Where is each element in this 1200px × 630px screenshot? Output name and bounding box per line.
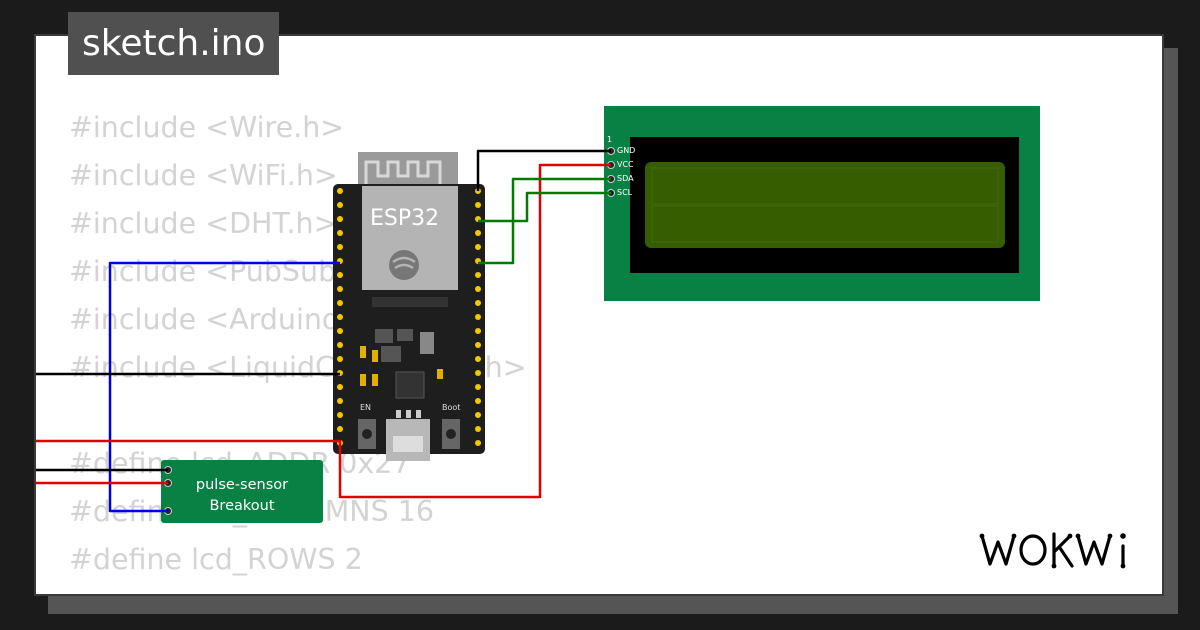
- pulse-sensor-label: pulse-sensor Breakout: [162, 475, 322, 517]
- esp32-pin: [475, 314, 481, 320]
- esp32-pin: [475, 412, 481, 418]
- code-line: #define lcd_ROWS 2: [69, 543, 363, 576]
- esp32-pin: [475, 342, 481, 348]
- esp32-pin: [337, 342, 343, 348]
- esp32-pin: [337, 202, 343, 208]
- sketch-title: sketch.ino: [68, 12, 280, 75]
- lcd-pin-sda: SDA: [617, 174, 634, 183]
- esp32-pin: [337, 426, 343, 432]
- esp32-pin: [337, 398, 343, 404]
- lcd-pin-scl: SCL: [617, 188, 633, 197]
- boot-button-label: Boot: [442, 403, 461, 412]
- code-line: #include <DHT.h>: [69, 207, 338, 240]
- esp32-pin: [337, 300, 343, 306]
- wokwi-logo: [979, 532, 1126, 569]
- esp32-pin: [475, 370, 481, 376]
- esp32-pin: [337, 272, 343, 278]
- esp32-pin: [337, 314, 343, 320]
- wire-black-lcd-gnd: [476, 149, 611, 191]
- pulse-sensor-line1: pulse-sensor: [195, 477, 289, 493]
- esp32-pin: [337, 412, 343, 418]
- esp32-pin: [337, 188, 343, 194]
- lcd-display[interactable]: [604, 106, 1040, 301]
- esp32-pin: [475, 202, 481, 208]
- code-line: #include <WiFi.h>: [69, 159, 338, 192]
- esp32-pin: [475, 272, 481, 278]
- esp32-pin: [475, 384, 481, 390]
- esp32-pin: [475, 328, 481, 334]
- wires: [36, 149, 611, 513]
- esp32-pin: [475, 356, 481, 362]
- lcd-pin-gnd: GND: [617, 146, 636, 155]
- esp32-board[interactable]: [333, 152, 485, 461]
- en-button-label: EN: [360, 403, 372, 412]
- esp32-pin: [475, 300, 481, 306]
- esp32-pin: [475, 440, 481, 446]
- esp32-pin: [475, 230, 481, 236]
- esp32-pin: [475, 426, 481, 432]
- esp32-pin: [337, 230, 343, 236]
- esp32-pin: [475, 244, 481, 250]
- esp32-pin: [337, 384, 343, 390]
- lcd-pin-vcc: VCC: [617, 160, 634, 169]
- esp32-pin: [337, 328, 343, 334]
- esp32-label: ESP32: [370, 206, 440, 231]
- esp32-pin: [337, 356, 343, 362]
- wire-green-scl: [478, 191, 611, 223]
- esp32-pin: [337, 286, 343, 292]
- esp32-pin: [337, 216, 343, 222]
- code-line: #include <Wire.h>: [69, 111, 345, 144]
- wire-blue: [108, 261, 340, 513]
- lcd-pin-number: 1: [607, 135, 613, 144]
- wire-red-3v3: [36, 163, 611, 499]
- esp32-pin: [475, 286, 481, 292]
- esp32-pin: [475, 398, 481, 404]
- pulse-sensor-line2: Breakout: [209, 498, 275, 514]
- esp32-pin: [337, 244, 343, 250]
